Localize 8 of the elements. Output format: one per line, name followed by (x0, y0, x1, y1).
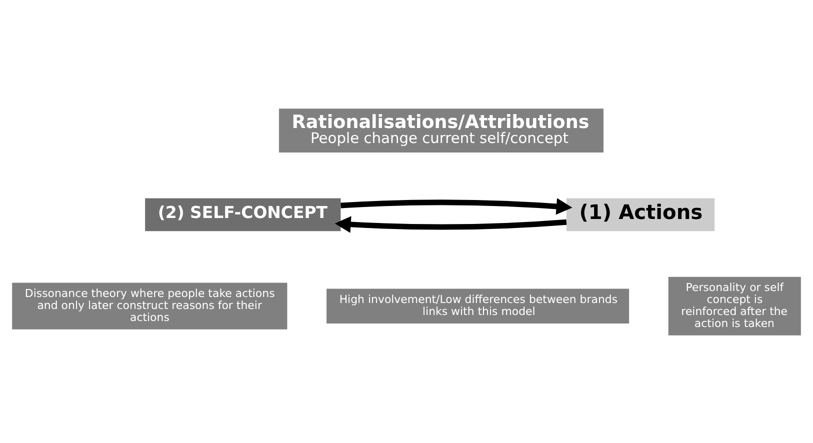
node-box: Dissonance theory where people take actions and only later construct reasons for their actions (12, 282, 288, 329)
arrow (334, 216, 567, 232)
node-box: (2) SELF-CONCEPT (145, 198, 341, 231)
arrow (340, 198, 572, 214)
node-box: (1) Actions (566, 198, 715, 231)
node-box: High involvement/Low differences between brands links with this model (326, 288, 630, 323)
node-box: Rationalisations/Attributions People change current self/concept (279, 108, 604, 152)
node-box: Personality or self concept is reinforced after the action is taken (668, 276, 801, 335)
